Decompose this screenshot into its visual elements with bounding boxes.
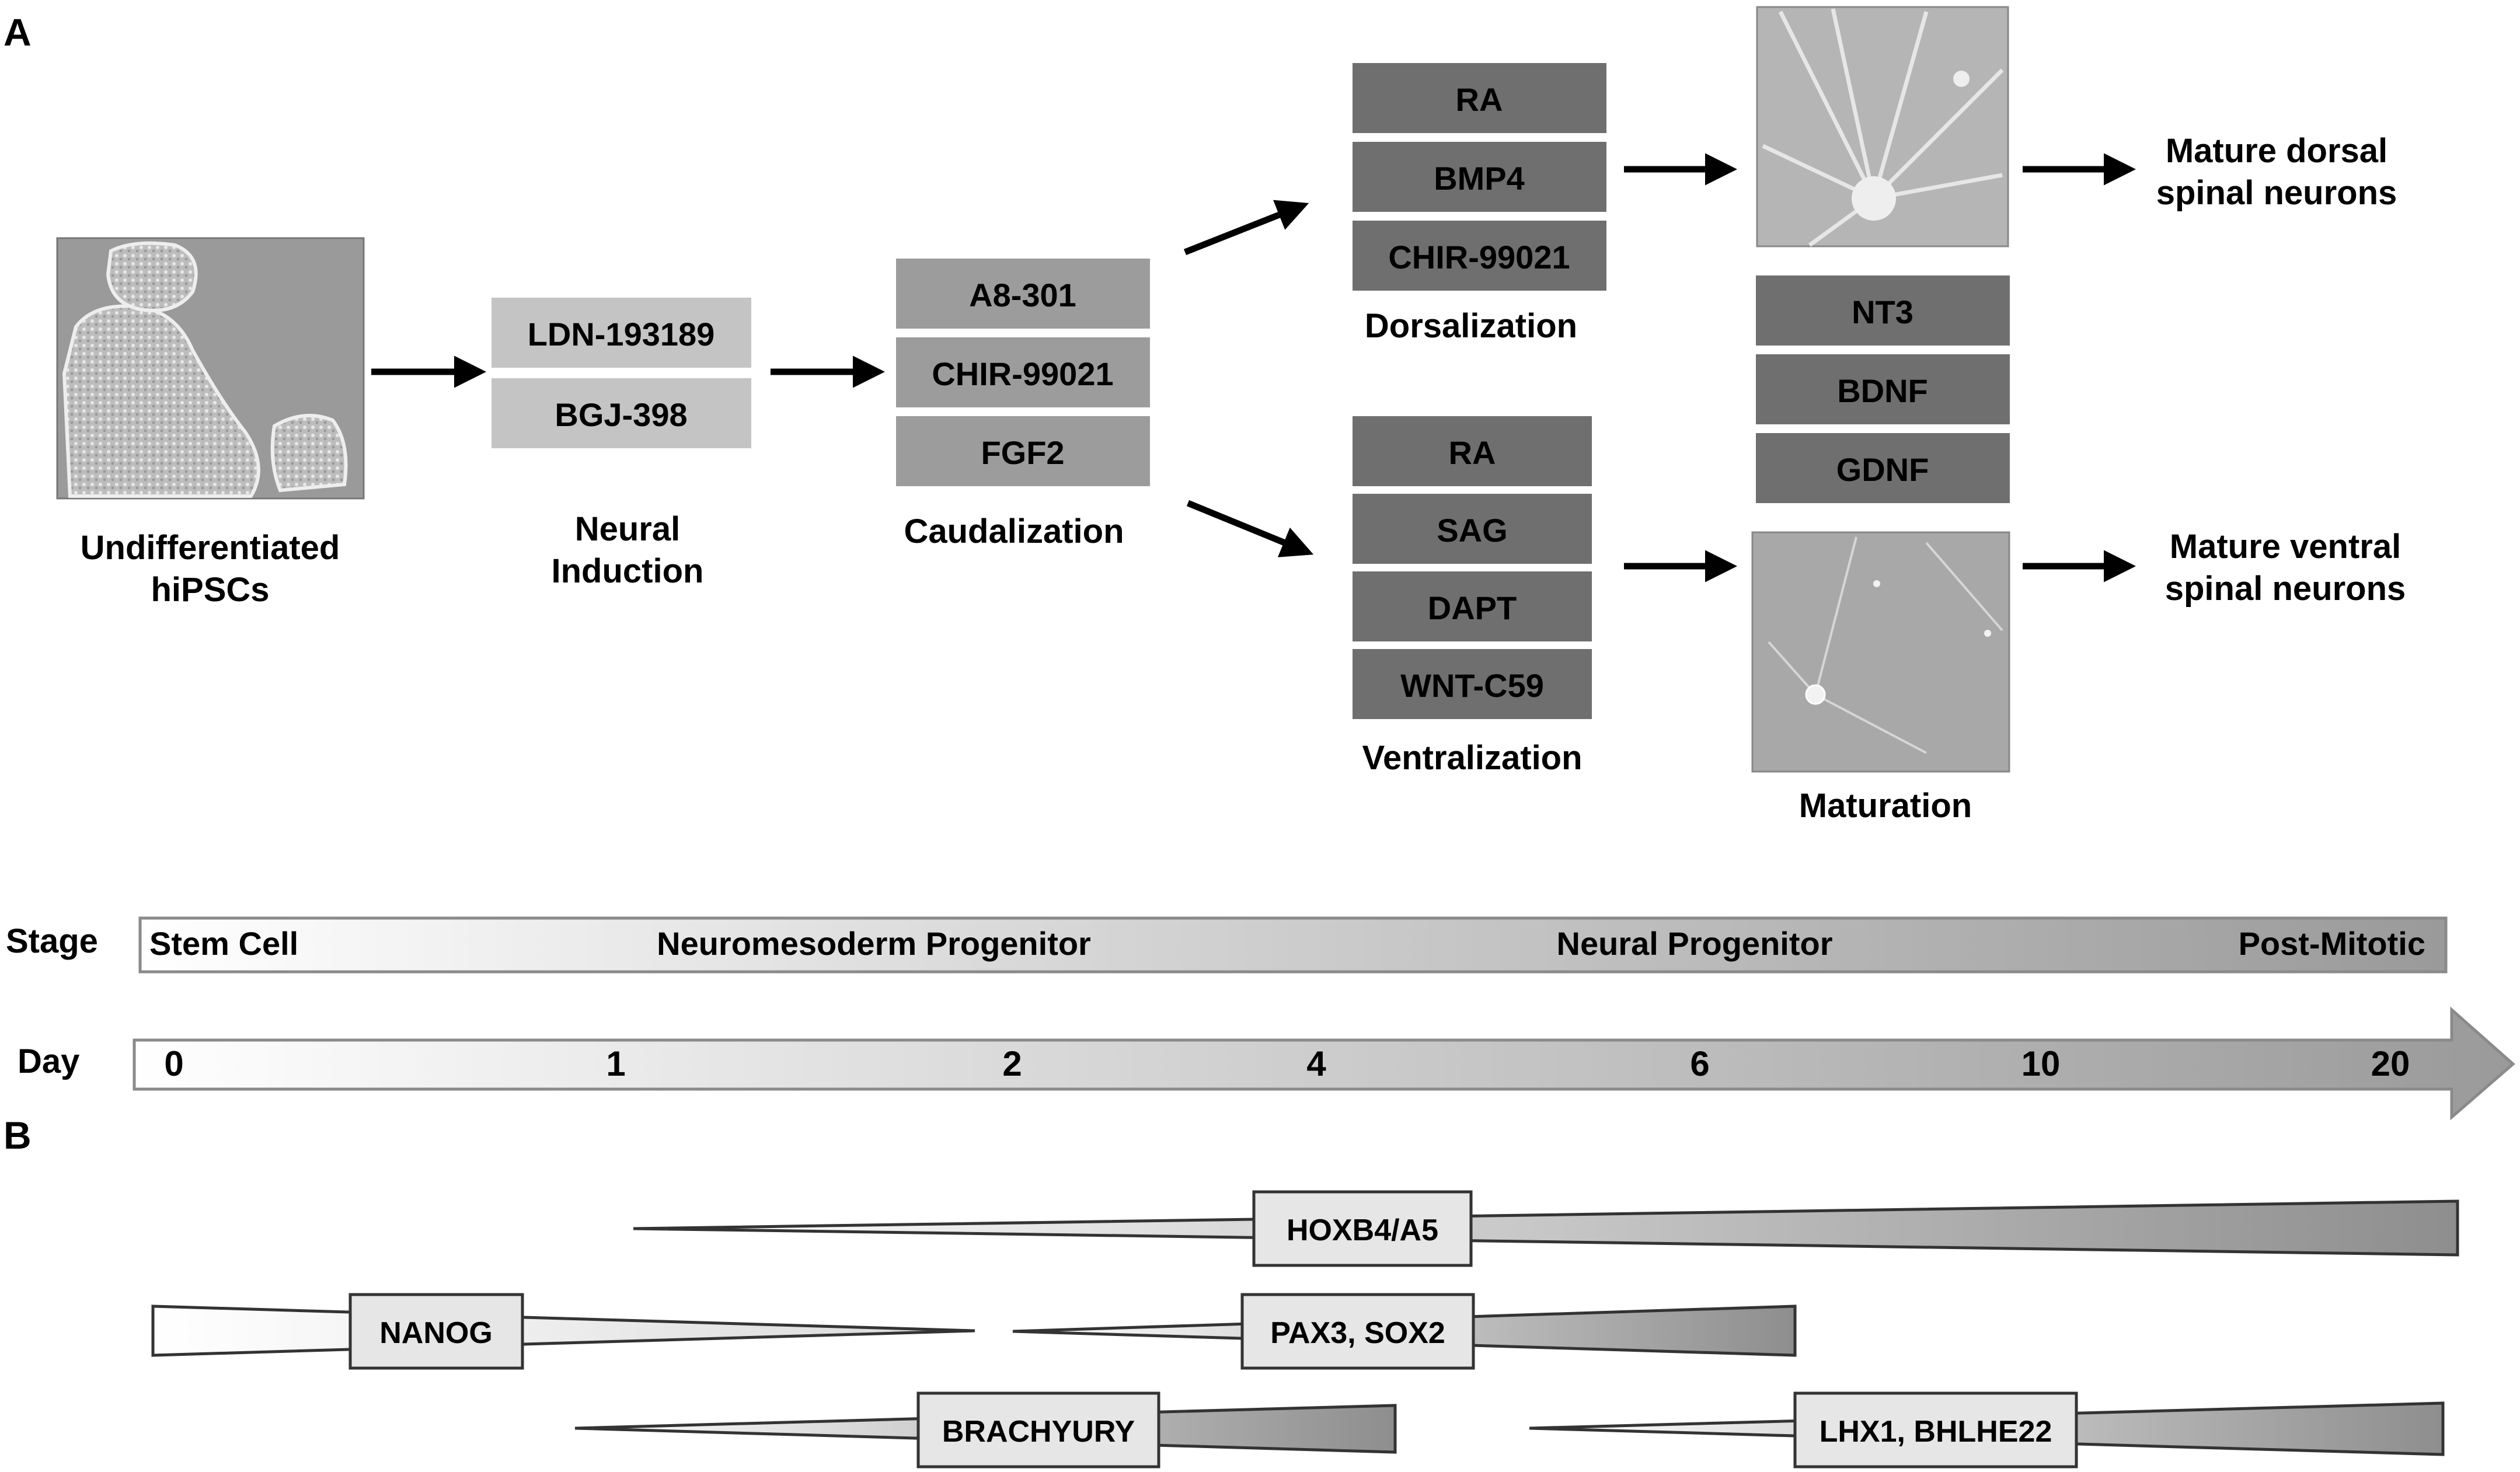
undiff-label-line1: Undifferentiated (81, 529, 340, 567)
neural-label-line2: Induction (552, 552, 704, 590)
panel-label-b: B (4, 1114, 32, 1157)
caudalization-group: A8-301 CHIR-99021 FGF2 (896, 259, 1150, 486)
day-label-10: 10 (2021, 1044, 2061, 1083)
stage-label-stem-cell: Stem Cell (149, 925, 298, 962)
dorsal-box-1 (1353, 63, 1606, 133)
hipsc-colony-image (56, 237, 365, 500)
neural-box-1 (492, 298, 751, 368)
maturation-box-3 (1756, 433, 2010, 503)
panel-label-a: A (4, 11, 32, 54)
ventral-neuron-image (1751, 531, 2010, 773)
dorsal-item-2: BMP4 (1434, 160, 1525, 197)
day-label-0: 0 (164, 1044, 183, 1083)
marker-label-lhx1-bhlhe22: LHX1, BHLHE22 (1820, 1415, 2052, 1449)
dorsalization-group: RA BMP4 CHIR-99021 (1353, 63, 1606, 291)
arrow-caudal-to-ventral (1186, 500, 1314, 557)
caudal-box-3 (896, 416, 1150, 486)
marker-label-brachyury: BRACHYURY (942, 1415, 1135, 1449)
dorsal-item-3: CHIR-99021 (1388, 239, 1570, 275)
neural-induction-group: LDN-193189 BGJ-398 (492, 298, 751, 448)
marker-label-pax3-sox2: PAX3, SOX2 (1270, 1316, 1445, 1350)
stage-title: Stage (6, 922, 98, 960)
neural-label-line1: Neural (575, 510, 681, 548)
ventral-item-2: SAG (1437, 512, 1507, 549)
ventralization-group: RA SAG DAPT WNT-C59 (1353, 416, 1592, 719)
output-ventral-line2: spinal neurons (2165, 570, 2406, 608)
maturation-item-2: BDNF (1837, 372, 1928, 409)
marker-box-brachyury (916, 1391, 1160, 1468)
output-dorsal-line2: spinal neurons (2156, 174, 2397, 212)
day-label-1: 1 (606, 1044, 625, 1083)
dorsal-box-2 (1353, 142, 1606, 212)
flow-arrows (371, 153, 2136, 582)
undiff-label-line2: hiPSCs (151, 571, 269, 609)
marker-box-pax3-sox2 (1240, 1293, 1475, 1370)
maturation-group: NT3 BDNF GDNF (1756, 275, 2010, 503)
day-title: Day (18, 1042, 79, 1080)
ventral-item-3: DAPT (1428, 590, 1517, 626)
ventral-box-3 (1353, 571, 1592, 641)
ventral-item-4: WNT-C59 (1400, 667, 1544, 704)
caudal-item-1: A8-301 (969, 277, 1076, 313)
day-label-6: 6 (1690, 1044, 1709, 1083)
day-label-4: 4 (1306, 1044, 1326, 1083)
maturation-item-3: GDNF (1836, 451, 1929, 488)
stage-label-neural-progenitor: Neural Progenitor (1557, 925, 1833, 962)
neural-item-1: LDN-193189 (528, 316, 715, 353)
arrow-caudal-to-dorsal (1183, 200, 1309, 256)
marker-box-nanog (348, 1293, 524, 1370)
caudal-item-3: FGF2 (981, 434, 1064, 471)
neural-item-2: BGJ-398 (555, 396, 687, 433)
caudal-box-2 (896, 337, 1150, 407)
dorsal-item-1: RA (1456, 81, 1503, 118)
output-dorsal-line1: Mature dorsal (2166, 132, 2387, 170)
maturation-label: Maturation (1799, 787, 1972, 825)
marker-label-nanog: NANOG (379, 1316, 493, 1350)
maturation-box-2 (1756, 354, 2010, 424)
wedge-nanog (151, 1304, 975, 1357)
ventral-box-1 (1353, 416, 1592, 486)
dorsal-neuron-image (1756, 6, 2009, 247)
day-arrow (133, 1006, 2515, 1121)
ventral-label: Ventralization (1362, 739, 1582, 777)
marker-box-hoxb4-a5 (1252, 1190, 1473, 1267)
day-label-20: 20 (2371, 1044, 2410, 1083)
stage-label-post-mitotic: Post-Mitotic (2239, 925, 2425, 962)
caudal-label: Caudalization (904, 512, 1124, 550)
ventral-item-1: RA (1449, 434, 1496, 471)
caudal-box-1 (896, 259, 1150, 329)
maturation-box-1 (1756, 275, 2010, 346)
ventral-box-4 (1353, 649, 1592, 719)
ventral-box-2 (1353, 494, 1592, 564)
day-label-2: 2 (1002, 1044, 1022, 1083)
marker-label-hoxb4-a5: HOXB4/A5 (1287, 1213, 1438, 1247)
dorsal-box-3 (1353, 221, 1606, 291)
caudal-item-2: CHIR-99021 (932, 355, 1113, 392)
stage-bar (138, 916, 2448, 974)
wedge-hoxb4-a5 (633, 1199, 2459, 1257)
dorsal-label: Dorsalization (1365, 307, 1577, 345)
stage-label-neuromesoderm: Neuromesoderm Progenitor (657, 925, 1091, 962)
output-ventral-line1: Mature ventral (2170, 528, 2401, 566)
marker-box-lhx1-bhlhe22 (1793, 1391, 2078, 1468)
marker-wedges (151, 1190, 2459, 1468)
maturation-item-1: NT3 (1852, 294, 1913, 330)
neural-box-2 (492, 378, 751, 448)
